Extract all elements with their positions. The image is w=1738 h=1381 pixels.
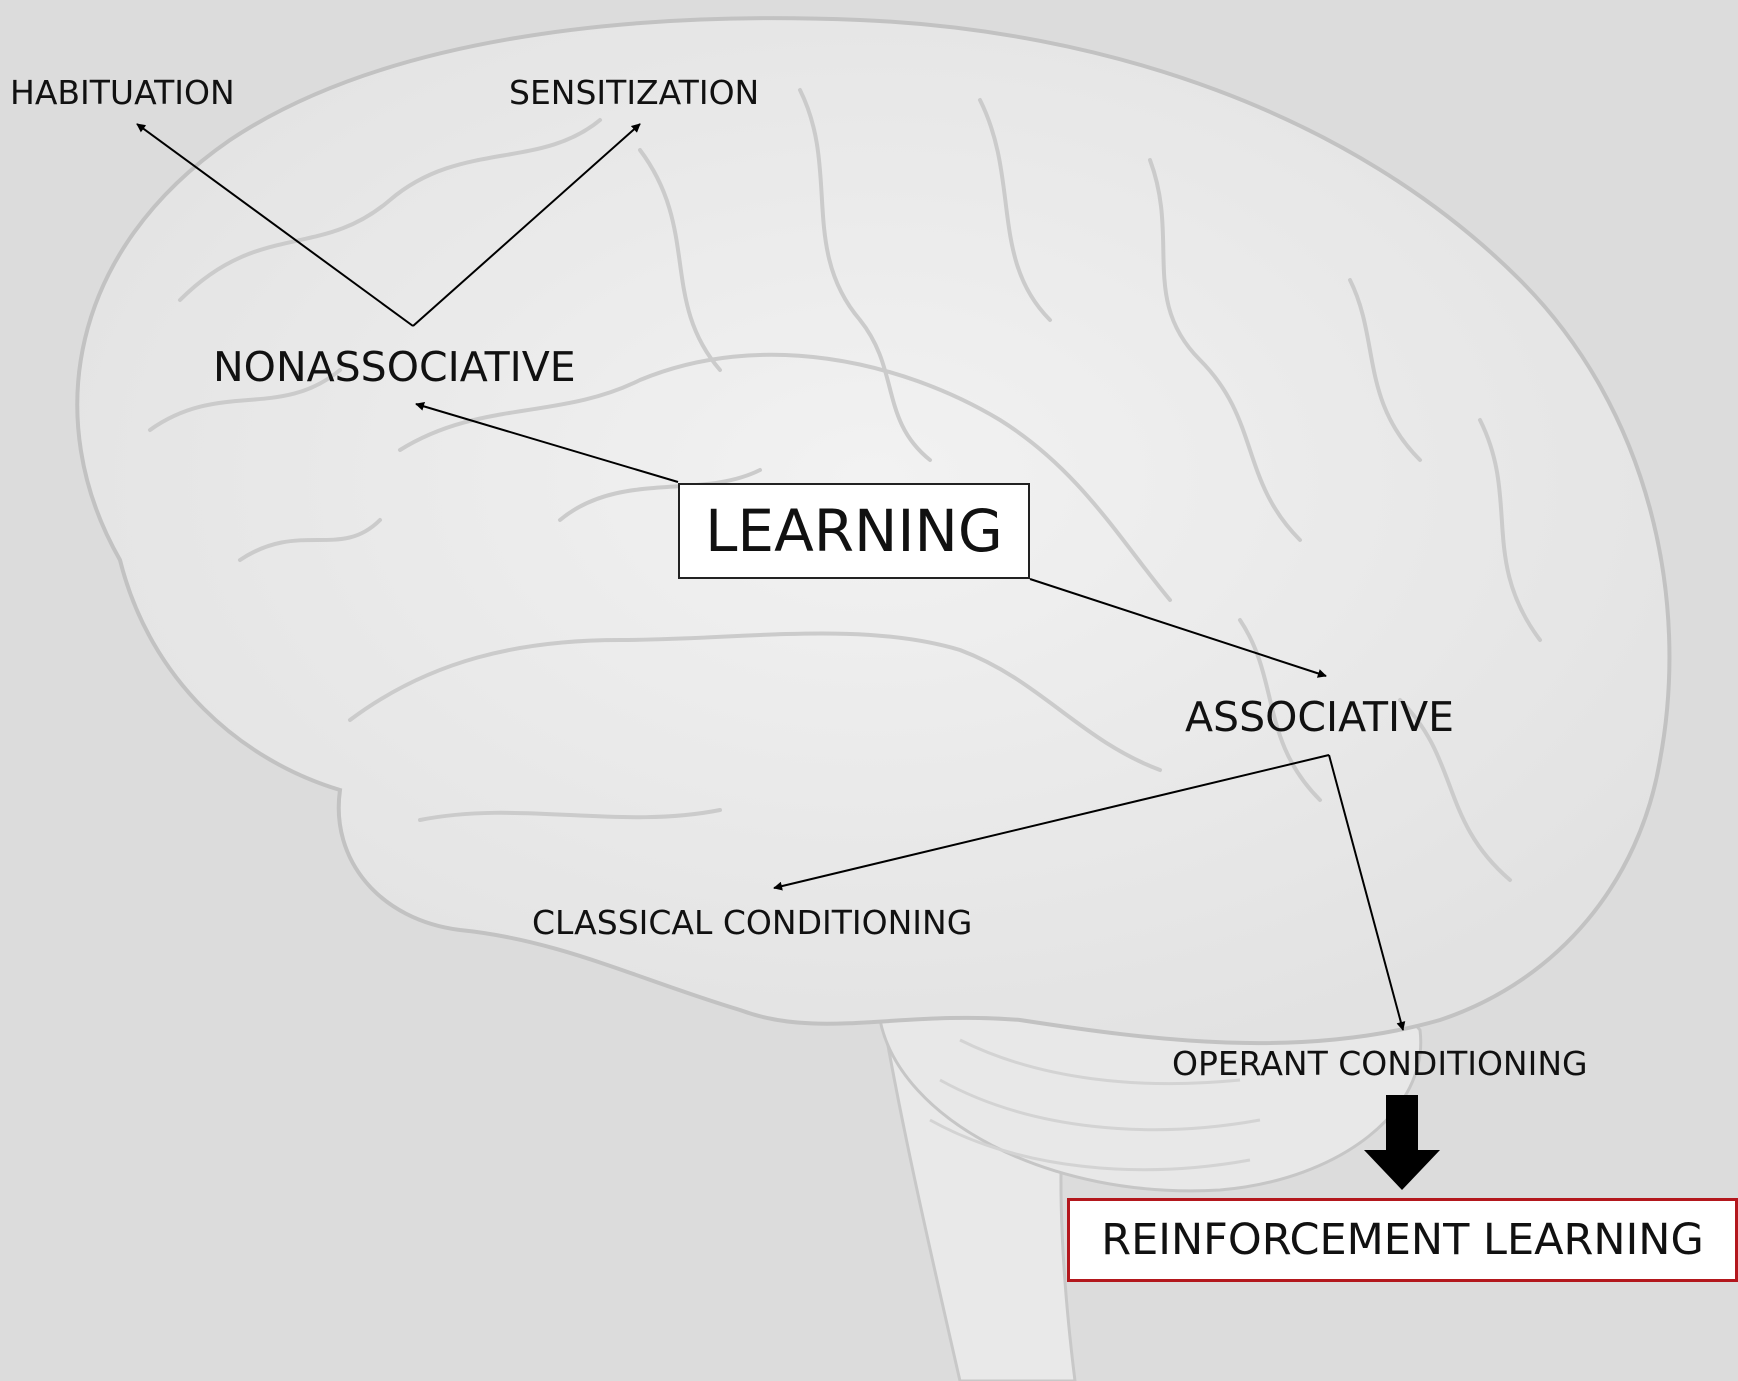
reinforcement-learning-box: REINFORCEMENT LEARNING	[1067, 1198, 1738, 1282]
reinforcement-learning-label: REINFORCEMENT LEARNING	[1101, 1219, 1704, 1262]
arrow-nonassociative-to-habituation	[137, 124, 413, 326]
arrow-learning-to-nonassociative	[416, 404, 678, 482]
habituation-label: HABITUATION	[10, 76, 235, 109]
arrow-nonassociative-to-sensitization	[413, 124, 640, 326]
arrow-learning-to-associative	[1030, 579, 1326, 676]
sensitization-label: SENSITIZATION	[509, 76, 759, 109]
nonassociative-label: NONASSOCIATIVE	[213, 347, 576, 388]
arrow-associative-to-classical	[774, 755, 1329, 888]
classical-conditioning-label: CLASSICAL CONDITIONING	[532, 906, 972, 939]
operant-conditioning-label: OPERANT CONDITIONING	[1172, 1047, 1588, 1080]
associative-label: ASSOCIATIVE	[1185, 697, 1454, 738]
learning-box: LEARNING	[678, 483, 1030, 579]
arrow-associative-to-operant	[1329, 755, 1403, 1030]
learning-label: LEARNING	[705, 502, 1003, 560]
thick-down-arrow-icon	[1364, 1095, 1440, 1190]
